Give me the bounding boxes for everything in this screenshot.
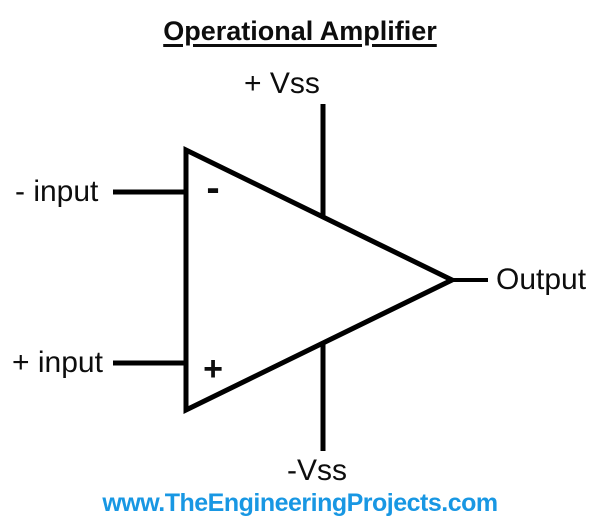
negative-supply-label: -Vss [287,454,347,487]
output-label: Output [496,263,587,296]
inverting-input-label: - input [15,175,99,208]
non-inverting-input-label: + input [12,346,103,379]
positive-supply-label: + Vss [244,67,320,100]
website-watermark: www.TheEngineeringProjects.com [102,489,498,517]
non-inverting-sign: + [203,350,223,388]
op-amp-triangle [183,145,458,415]
inverting-sign: - [206,166,220,210]
page-title: Operational Amplifier [163,16,437,46]
